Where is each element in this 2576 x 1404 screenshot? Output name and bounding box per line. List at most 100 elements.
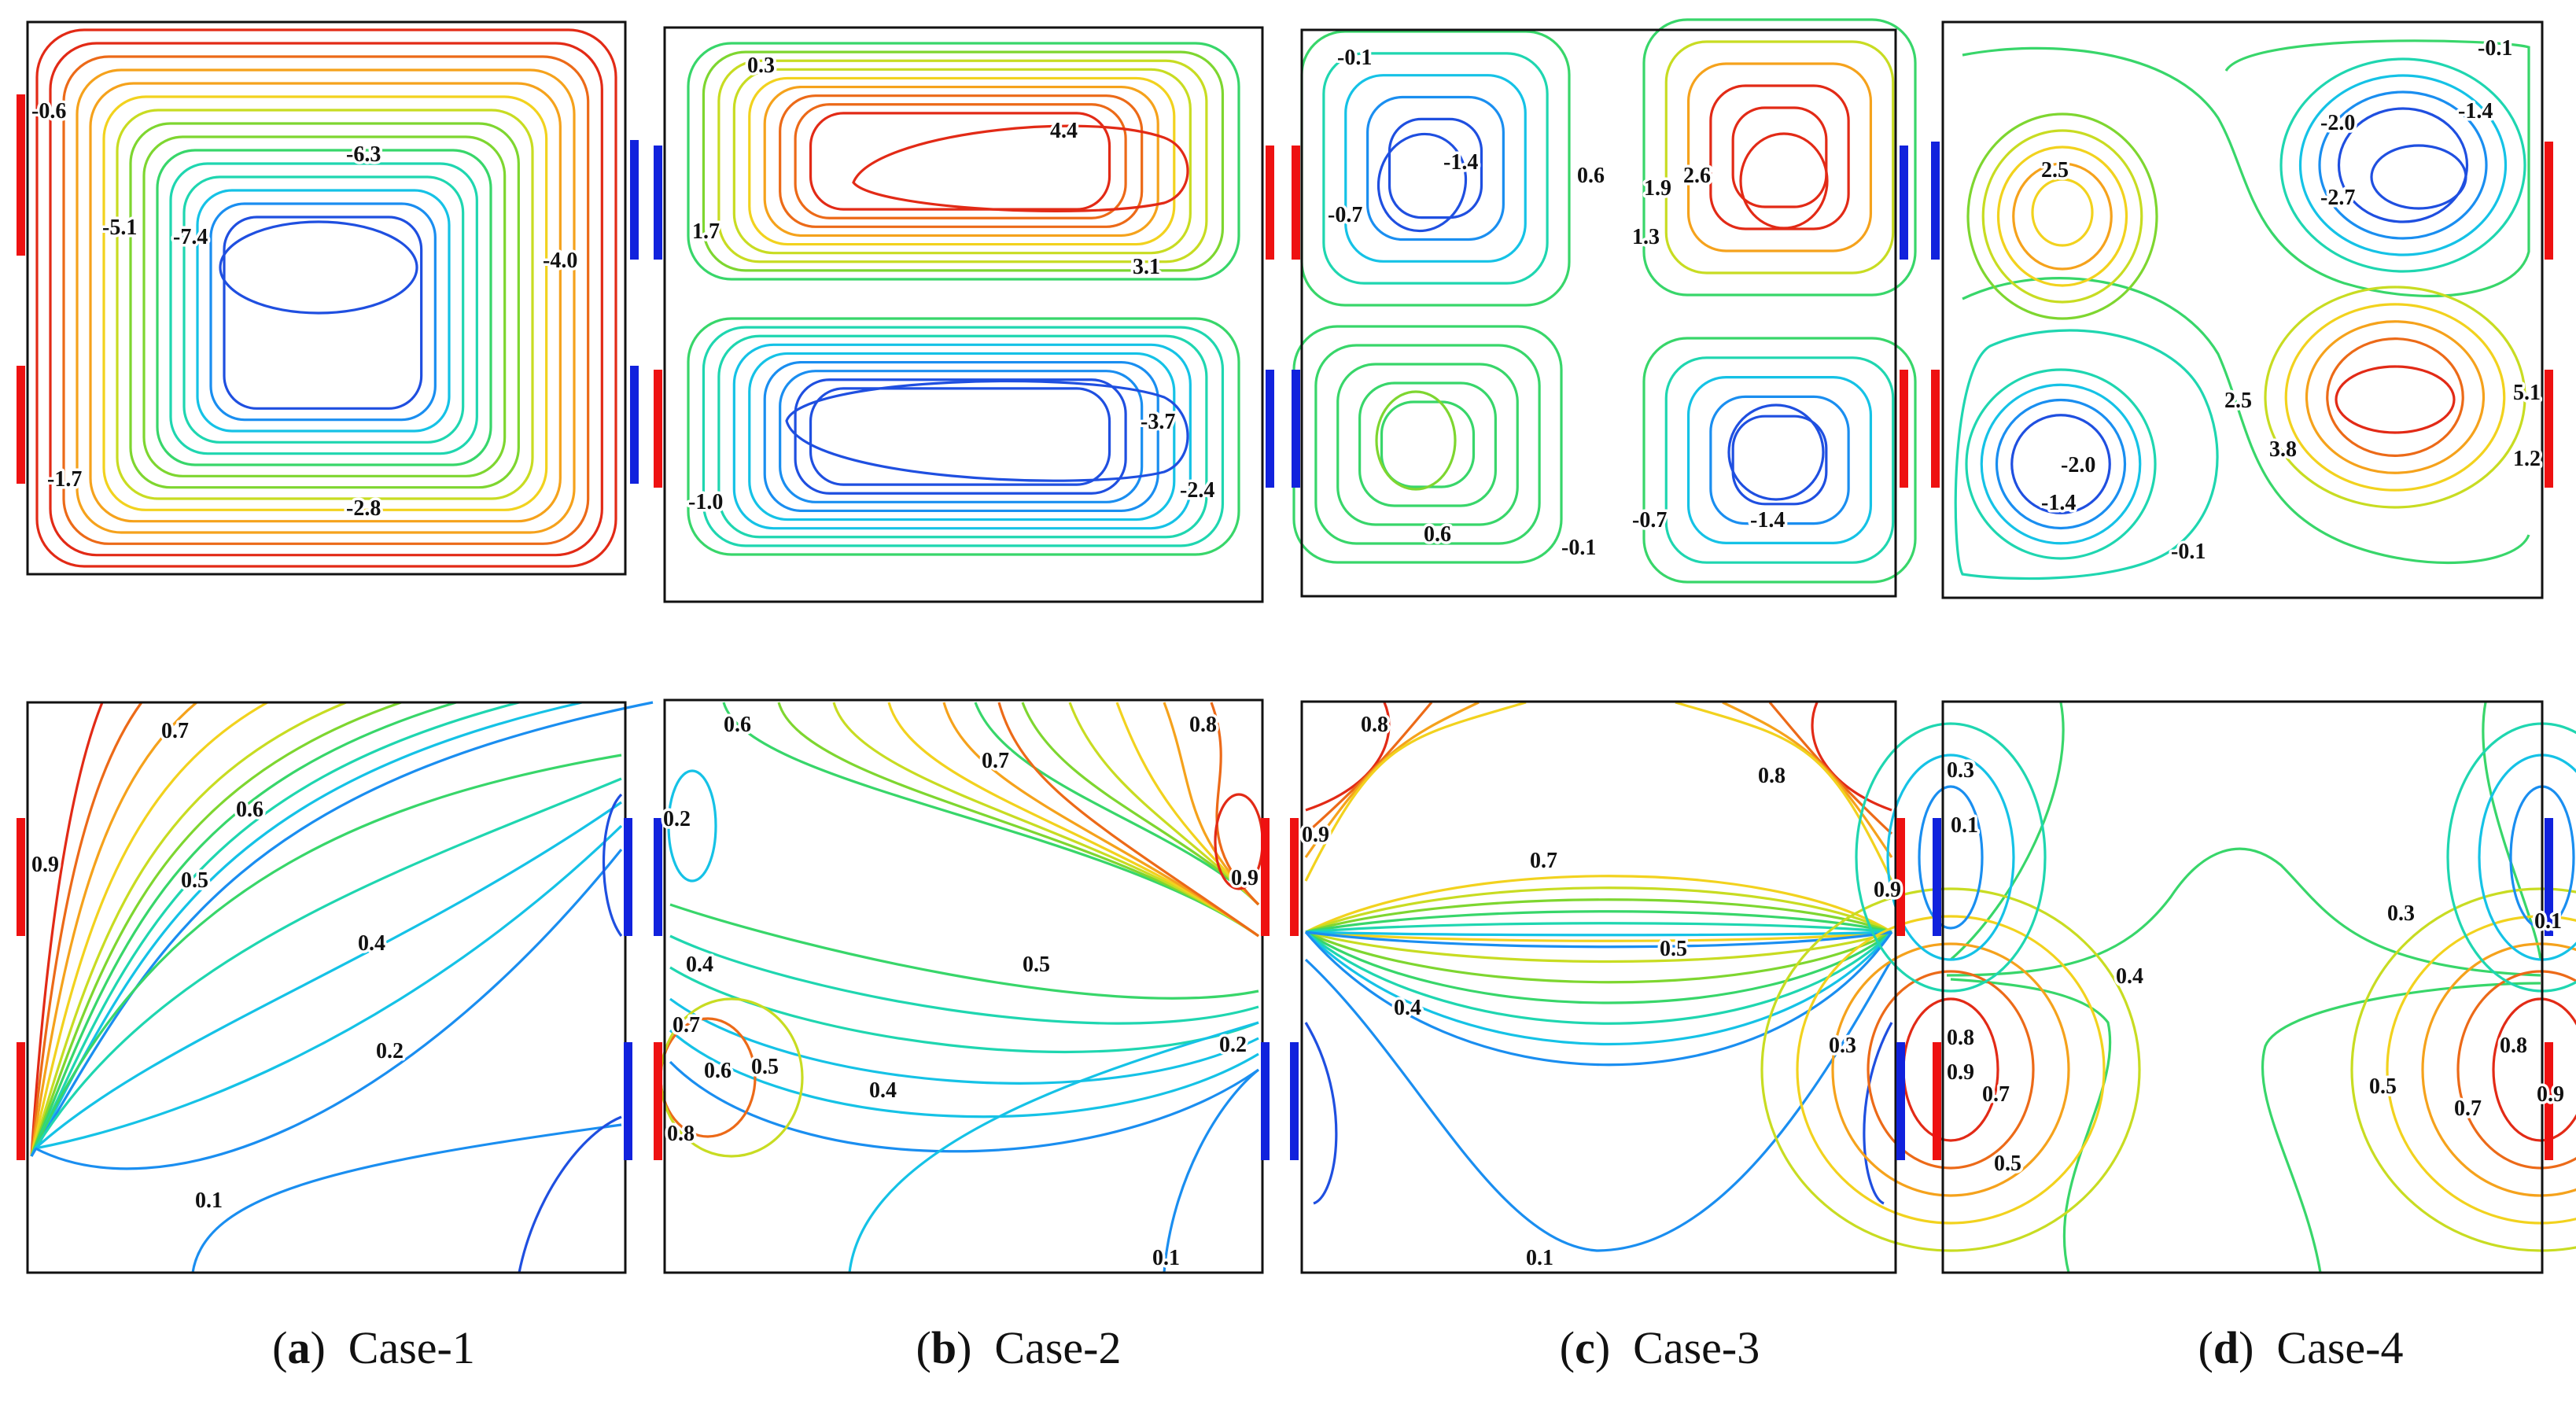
panel-frame: [663, 698, 1264, 1274]
contour-line: [2012, 162, 2113, 271]
contour-line: [2305, 320, 2486, 474]
contour-line: [1739, 132, 1829, 230]
contour-line: [518, 1115, 622, 1273]
contour-label: -0.1: [1561, 536, 1596, 560]
contour-line: [1300, 30, 1571, 307]
contour-line: [1966, 112, 2158, 320]
contour-line: [602, 793, 623, 937]
contour-label: 0.5: [1994, 1152, 2021, 1176]
contour-line: [1980, 383, 2142, 545]
contour-label: -1.7: [47, 467, 82, 492]
wall-segment: [2545, 1042, 2553, 1160]
contour-line: [669, 1060, 1259, 1153]
contour-label: 0.7: [673, 1013, 700, 1037]
contour-line: [2492, 997, 2576, 1142]
contour-line: [942, 702, 1259, 938]
contour-line: [2264, 286, 2526, 509]
contour-line: [129, 122, 520, 489]
wall-segment: [1266, 146, 1274, 260]
contour-line: [732, 343, 1192, 530]
contour-label: 0.9: [1302, 823, 1329, 847]
contour-line: [1380, 400, 1476, 488]
caption-d: (d) Case-4: [2198, 1322, 2404, 1373]
contour-line: [1954, 329, 2219, 580]
contour-line: [1918, 785, 1984, 930]
contour-line: [76, 68, 576, 534]
contour-line: [1388, 117, 1483, 219]
contour-line: [748, 352, 1176, 521]
caption-b: (b) Case-2: [916, 1322, 1122, 1373]
contour-label: -5.1: [102, 216, 137, 240]
contour-line: [1358, 381, 1497, 507]
contour-label: 0.7: [1982, 1082, 2010, 1107]
wall-segment: [654, 818, 662, 936]
contour-line: [191, 1123, 622, 1273]
contour-line: [1768, 701, 1893, 835]
contour-line: [1731, 106, 1828, 208]
contour-line: [1642, 337, 1917, 584]
contour-label: 0.9: [31, 853, 59, 877]
contour-line: [182, 175, 465, 444]
contour-label: 0.9: [1874, 878, 1901, 902]
contour-line: [1981, 129, 2143, 304]
contour-line: [1664, 40, 1895, 275]
contour-label: -7.4: [173, 225, 208, 249]
contour-line: [1305, 886, 1892, 934]
contour-line: [794, 378, 1127, 495]
caption-a: (a) Case-1: [272, 1322, 475, 1373]
contour-label: -2.0: [2061, 453, 2095, 477]
contour-line: [669, 966, 1259, 1053]
contour-line: [1727, 404, 1825, 501]
contour-line: [1305, 930, 1892, 964]
contour-label: -2.0: [2320, 111, 2355, 135]
contour-label: 0.2: [663, 807, 691, 831]
contour-label: -0.1: [1337, 46, 1372, 70]
contour-label: -0.1: [2171, 540, 2206, 564]
contour-label: 0.8: [1758, 764, 1786, 788]
panel-frame: [1300, 28, 1897, 598]
wall-segment: [654, 146, 662, 260]
panel-frame: [1941, 20, 2544, 599]
contour-line: [35, 824, 623, 1150]
contour-line: [997, 702, 1259, 938]
contour-label: 0.7: [2454, 1096, 2482, 1121]
contour-line: [848, 1021, 1259, 1273]
contour-label: 0.7: [161, 719, 189, 743]
contour-label: 0.4: [869, 1078, 897, 1103]
panel-frame: [663, 26, 1264, 603]
contour-line: [1305, 922, 1892, 934]
contour-label: -0.1: [2478, 36, 2512, 61]
contour-line: [779, 94, 1144, 228]
contour-line: [2421, 942, 2576, 1197]
contour-label: 1.9: [1644, 176, 1671, 201]
contour-line: [34, 754, 622, 1149]
contour-label: 0.5: [751, 1055, 779, 1079]
contour-line: [667, 769, 717, 883]
contour-label: 2.5: [2224, 389, 2252, 413]
contour-line: [779, 370, 1144, 503]
contour-line: [785, 379, 1189, 482]
contour-line: [2456, 970, 2576, 1170]
contour-line: [223, 216, 423, 410]
contour-label: -1.0: [688, 490, 723, 514]
contour-line: [1722, 701, 1893, 858]
wall-segment: [624, 818, 632, 936]
contour-line: [763, 360, 1159, 513]
contour-line: [1336, 363, 1519, 526]
wall-segment: [654, 370, 662, 488]
wall-segment: [1931, 142, 1940, 260]
wall-segment: [17, 1042, 25, 1160]
contour-line: [1366, 95, 1505, 241]
contour-label: 0.1: [195, 1188, 223, 1213]
contour-label: 5.1: [2513, 381, 2541, 405]
contour-label: 0.8: [1947, 1026, 1974, 1050]
contour-label: 0.6: [236, 798, 263, 822]
wall-segment: [2545, 142, 2553, 260]
contour-label: 0.4: [686, 953, 713, 977]
contour-line: [1021, 702, 1260, 906]
contour-line: [669, 934, 1259, 1025]
wall-segment: [1290, 818, 1299, 936]
wall-segment: [1266, 370, 1274, 488]
